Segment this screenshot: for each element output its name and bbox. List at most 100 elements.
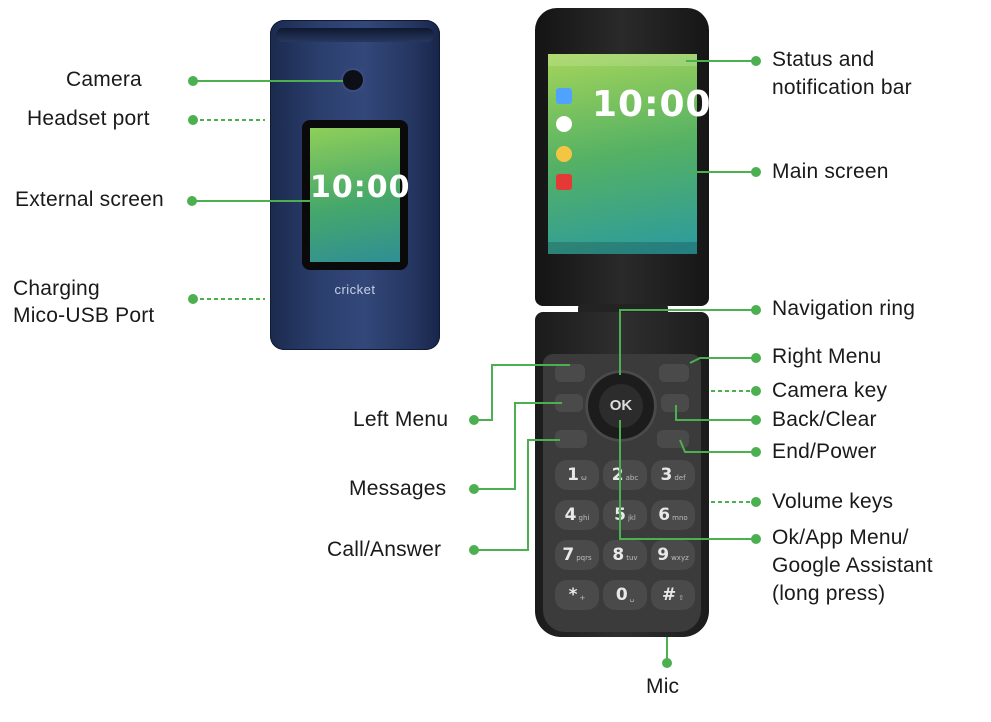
leader-left-menu [474, 364, 570, 421]
keypad-key[interactable]: #⇧ [651, 580, 695, 610]
app-icon [556, 174, 572, 190]
label-volume-keys: Volume keys [772, 490, 894, 513]
leader-end-power [679, 439, 756, 453]
phone-hinge [276, 28, 434, 42]
main-clock: 10:00 [592, 84, 712, 125]
keypad-digit: 9 [657, 545, 670, 565]
label-navigation-ring: Navigation ring [772, 297, 916, 320]
back-clear-key[interactable] [661, 394, 689, 412]
label-end-power: End/Power [772, 440, 877, 463]
keypad-letters: wxyz [671, 554, 689, 562]
label-main-screen: Main screen [772, 160, 889, 183]
keypad-letters: def [674, 474, 686, 482]
external-clock: 10:00 [310, 170, 411, 205]
leader-dot-end-power [751, 447, 761, 457]
leader-ok [619, 420, 756, 540]
label-messages: Messages [349, 477, 447, 500]
keypad-digit: 6 [658, 505, 671, 525]
leader-dot-back-clear [751, 415, 761, 425]
label-camera: Camera [66, 68, 142, 91]
leader-dot-messages [469, 484, 479, 494]
app-icon [556, 116, 572, 132]
leader-dot-status [751, 56, 761, 66]
keypad-letters: ␣ [629, 594, 635, 602]
keypad-letters: mno [672, 514, 688, 522]
leader-dot-camera [188, 76, 198, 86]
keypad-digit: # [661, 585, 677, 605]
left-menu-key[interactable] [555, 364, 585, 382]
label-mic: Mic [646, 675, 680, 698]
status-bar [548, 54, 697, 66]
label-ok-line3: (long press) [772, 582, 886, 605]
label-headset-port: Headset port [27, 107, 150, 130]
keypad-digit: 1 [567, 465, 579, 485]
label-back-clear: Back/Clear [772, 408, 877, 431]
label-left-menu: Left Menu [353, 408, 449, 431]
leader-navigation-ring [619, 309, 756, 375]
keypad-letters: abc [625, 474, 639, 482]
softkey-bar [548, 242, 697, 254]
external-screen: 10:00 [302, 120, 411, 270]
leader-dot-camera-key [751, 386, 761, 396]
keypad-letters: + [579, 594, 586, 602]
leader-dot-volume-keys [751, 497, 761, 507]
leader-dot-mic [662, 658, 672, 668]
right-menu-key[interactable] [659, 364, 689, 382]
leader-dot-navigation-ring [751, 305, 761, 315]
leader-dot-left-menu [469, 415, 479, 425]
main-screen: 10:00 [548, 54, 711, 254]
keypad-letters: jkl [627, 514, 636, 522]
keypad-key[interactable]: *+ [555, 580, 599, 610]
leader-dot-right-menu [751, 353, 761, 363]
leader-dot-call-answer [469, 545, 479, 555]
leader-dot-headset [188, 115, 198, 125]
messages-key[interactable] [555, 394, 583, 412]
app-icon [556, 146, 572, 162]
label-camera-key: Camera key [772, 379, 888, 402]
keypad-letters: ω [580, 474, 587, 482]
label-right-menu: Right Menu [772, 345, 882, 368]
label-charging-line2: Mico-USB Port [13, 304, 155, 327]
keypad-digit: * [568, 585, 578, 605]
keypad-letters: ghi [578, 514, 590, 522]
label-call-answer: Call/Answer [327, 538, 442, 561]
leader-right-menu [689, 357, 756, 364]
app-icon [556, 88, 572, 104]
keypad-letters: ⇧ [678, 594, 685, 602]
leader-dot-charging [188, 294, 198, 304]
label-status-line2: notification bar [772, 76, 912, 99]
label-charging-line1: Charging [13, 277, 100, 300]
label-external-screen: External screen [15, 188, 164, 211]
external-display: 10:00 [310, 128, 411, 262]
keypad-key[interactable]: 0␣ [603, 580, 647, 610]
camera-lens-icon [343, 70, 363, 90]
keypad-digit: 0 [615, 585, 628, 605]
keypad-digit: 8 [612, 545, 625, 565]
brand-logo: cricket [334, 282, 376, 297]
keypad-letters: pqrs [576, 554, 592, 562]
leader-back-clear [675, 405, 756, 421]
leader-dot-ok [751, 534, 761, 544]
keypad-digit: 3 [660, 465, 673, 485]
leader-messages [474, 402, 562, 490]
closed-phone: 10:00 cricket [270, 20, 440, 350]
label-ok-line2: Google Assistant [772, 554, 933, 577]
call-answer-key[interactable] [555, 430, 587, 448]
keypad-digit: 2 [611, 465, 624, 485]
leader-dot-main-screen [751, 167, 761, 177]
keypad-letters: tuv [626, 554, 638, 562]
open-phone-top: 10:00 [535, 8, 711, 306]
label-status-line1: Status and [772, 48, 875, 71]
keypad-digit: 4 [564, 505, 577, 525]
